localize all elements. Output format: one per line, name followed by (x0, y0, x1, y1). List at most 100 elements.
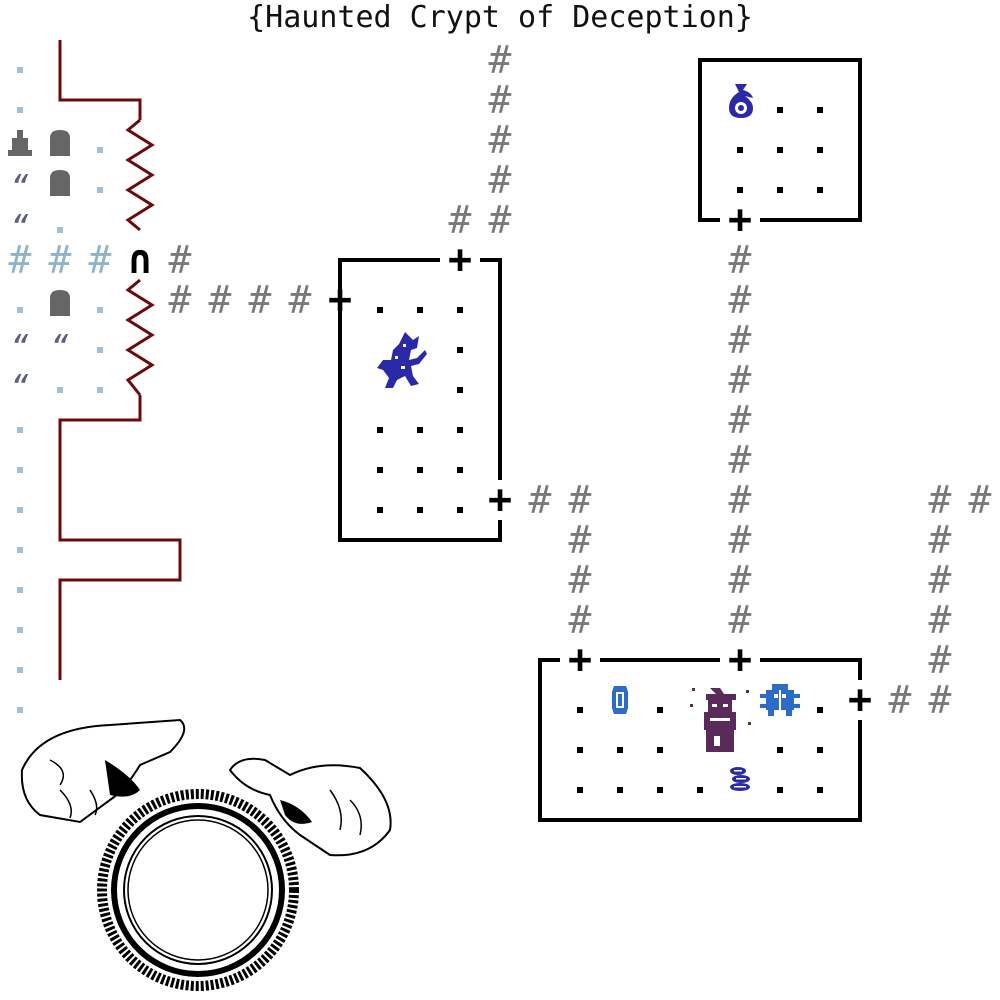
graveyard-floor-tile (97, 387, 103, 393)
corridor-tile: # (728, 438, 752, 482)
graveyard-floor (17, 67, 103, 713)
floor-tile (777, 187, 783, 193)
floor-tile (737, 187, 743, 193)
corridor-tile: # (168, 278, 192, 322)
corridor-tile: # (288, 278, 312, 322)
corridor-tile: # (488, 78, 512, 122)
floor-tile (457, 347, 463, 353)
floor-tile (377, 507, 383, 513)
corridor-tile: # (928, 678, 952, 722)
gem-item-icon (612, 686, 628, 714)
graveyard-floor-tile (17, 667, 23, 673)
floor-tile (697, 787, 703, 793)
corridor-tile: # (568, 518, 592, 562)
graveyard-gate-tile: ∩ (127, 237, 153, 283)
graveyard-floor-tile (97, 307, 103, 313)
door-tile: + (567, 637, 593, 683)
floor-tile (577, 747, 583, 753)
floor-tile (777, 747, 783, 753)
graveyard-floor-tile (57, 227, 63, 233)
floor-tile (417, 467, 423, 473)
corridor-tile: # (728, 278, 752, 322)
floor-tile (657, 707, 663, 713)
graveyard-floor-tile (17, 547, 23, 553)
floor-tile (577, 787, 583, 793)
corridor-tile: # (208, 278, 232, 322)
floor-tile (737, 147, 743, 153)
room-floor (377, 107, 823, 793)
graveyard-path-tile: # (48, 238, 72, 282)
floor-tile (457, 307, 463, 313)
corridor-tile: # (568, 478, 592, 522)
gold-coins-item-icon (730, 767, 750, 791)
grave-marker-icon (8, 130, 32, 156)
door-tile: + (727, 197, 753, 243)
beetle-monster-icon (760, 684, 800, 716)
graveyard-floor-tile (17, 627, 23, 633)
corridor-tile: # (928, 598, 952, 642)
floor-tile (457, 427, 463, 433)
graveyard-floor-tile (17, 507, 23, 513)
corridor-tile: # (728, 598, 752, 642)
level-title: {Haunted Crypt of Deception} (247, 0, 753, 35)
corridor-tile: # (488, 118, 512, 162)
floor-tile (457, 387, 463, 393)
floor-tile (777, 787, 783, 793)
graveyard-floor-tile (17, 707, 23, 713)
corridor-tile: # (248, 278, 272, 322)
corridor-tile: # (728, 558, 752, 602)
floor-tile (577, 707, 583, 713)
door-tile: + (487, 477, 513, 523)
room-walls (338, 58, 862, 822)
corridor-tile: # (928, 478, 952, 522)
floor-tile (777, 147, 783, 153)
corridor-tile: # (728, 318, 752, 362)
wizard-player-icon (690, 688, 751, 752)
corridor-tile: # (488, 198, 512, 242)
floor-tile (417, 427, 423, 433)
kobold-monster-icon (377, 332, 427, 388)
floor-tile (817, 187, 823, 193)
corridor-tile: # (728, 238, 752, 282)
graveyard-floor-tile (57, 387, 63, 393)
door-tile: + (447, 237, 473, 283)
headstone-icon (50, 170, 70, 196)
floor-tile (817, 787, 823, 793)
floor-tile (417, 507, 423, 513)
floor-tile (817, 747, 823, 753)
corridor-tile: # (168, 238, 192, 282)
corridor-tile: # (928, 638, 952, 682)
floor-tile (657, 747, 663, 753)
crystal-ball-hands-icon (20, 718, 392, 991)
graveyard-floor-tile (97, 147, 103, 153)
corridor-tile: # (728, 398, 752, 442)
corridor-tile: # (568, 558, 592, 602)
headstone-icon (50, 290, 70, 316)
floor-tile (617, 787, 623, 793)
graveyard-floor-tile (17, 587, 23, 593)
floor-tile (457, 467, 463, 473)
graveyard-path-tile: # (8, 238, 32, 282)
ghost-trace-tile: “ (50, 330, 70, 365)
graveyard-floor-tile (97, 187, 103, 193)
floor-tile (377, 307, 383, 313)
floor-tile (817, 147, 823, 153)
door-tile: + (847, 677, 873, 723)
floor-tile (657, 787, 663, 793)
corridor-tile: # (888, 678, 912, 722)
corridor-tile: # (448, 198, 472, 242)
floor-tile (457, 507, 463, 513)
graveyard-floor-tile (17, 107, 23, 113)
corridor-tile: # (928, 558, 952, 602)
corridor-tile: # (728, 358, 752, 402)
graveyard-boundary (58, 40, 182, 680)
corridor-tile: # (488, 38, 512, 82)
ghost-trace-tile: “ (10, 210, 30, 245)
graveyard-floor-tile (97, 347, 103, 353)
floor-tile (817, 707, 823, 713)
floor-tile (817, 107, 823, 113)
ghost-trace-tile: “ (10, 170, 30, 205)
corridor-tile: # (528, 478, 552, 522)
door-tile: + (727, 637, 753, 683)
